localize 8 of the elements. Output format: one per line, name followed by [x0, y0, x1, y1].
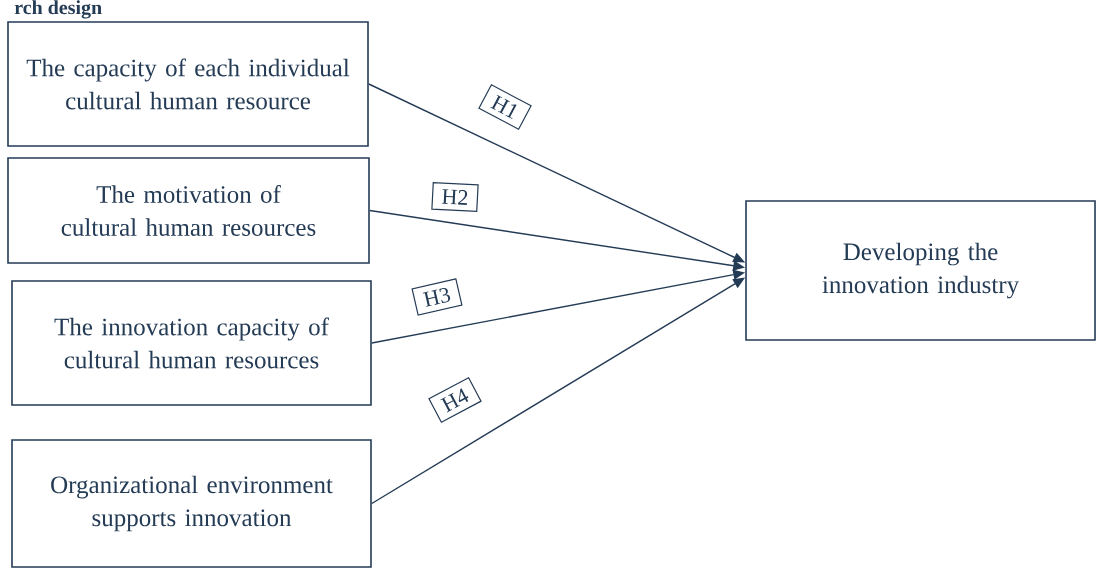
edge-label: H2 [431, 181, 479, 213]
text-box: Developing the innovation industry [745, 200, 1096, 341]
heading: rch design [14, 0, 102, 19]
text-box: Organizational environment supports innovation [11, 439, 372, 568]
text-box: The capacity of each individual cultural human resource [7, 21, 369, 147]
text-box: The motivation of cultural human resources [7, 157, 370, 264]
text-box: The innovation capacity of cultural human resources [11, 280, 372, 406]
edge-label: H3 [411, 278, 463, 316]
